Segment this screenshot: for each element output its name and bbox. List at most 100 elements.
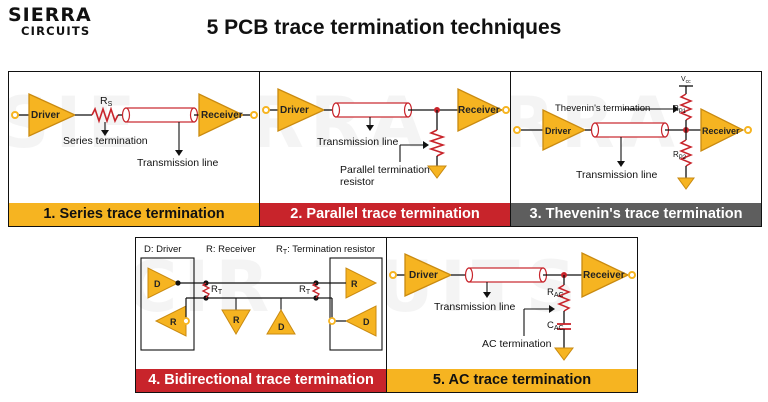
left-driver-triangle bbox=[147, 267, 180, 299]
resistor-label-text: R bbox=[100, 95, 108, 107]
transmission-line bbox=[594, 122, 666, 138]
panel-ac-termination: UITS Driver Receiver Transmission line R… bbox=[386, 237, 638, 393]
middle-driver-label: D bbox=[278, 322, 285, 332]
left-receiver-label: R bbox=[170, 317, 177, 327]
output-node-icon bbox=[502, 106, 510, 114]
parallel-termination-label: Parallel termination bbox=[340, 164, 430, 176]
vcc-label-sub: cc bbox=[685, 79, 691, 85]
vcc-label: Vcc bbox=[681, 74, 691, 88]
receiver-triangle bbox=[457, 87, 504, 133]
receiver-triangle bbox=[700, 107, 745, 153]
receiver-label: Receiver bbox=[702, 126, 740, 136]
transmission-line bbox=[125, 107, 195, 123]
middle-receiver-triangle bbox=[221, 309, 251, 335]
transmission-line bbox=[335, 102, 409, 118]
resistor-label-sub: S bbox=[107, 101, 113, 108]
caption-series: 1. Series trace termination bbox=[9, 203, 259, 226]
receiver-label: Receiver bbox=[458, 105, 500, 116]
driver-label: Driver bbox=[31, 110, 60, 121]
left-rt-label: RT bbox=[211, 284, 222, 299]
caption-bidirectional: 4. Bidirectional trace termination bbox=[136, 369, 386, 392]
transmission-line-label: Transmission line bbox=[434, 301, 516, 313]
thevenin-diagram bbox=[513, 85, 752, 190]
rp2-label: RP2 bbox=[673, 149, 686, 164]
parallel-resistor bbox=[428, 129, 446, 157]
legend-term-rest: : Termination resistor bbox=[287, 244, 376, 255]
sierra-circuits-logo: SIERRA CIRCUITS bbox=[8, 6, 92, 38]
right-driver-triangle bbox=[344, 305, 377, 337]
resistor-rac bbox=[556, 284, 572, 312]
legend-receiver: R: Receiver bbox=[206, 244, 256, 255]
middle-receiver-label: R bbox=[233, 315, 240, 325]
rp2-label-text: R bbox=[673, 150, 679, 159]
receiver-label: Receiver bbox=[201, 110, 243, 121]
panel-parallel-termination: RRA Driver Receiver Transmission line Pa… bbox=[259, 71, 511, 227]
rp1-label-text: R bbox=[673, 104, 679, 113]
input-node-icon bbox=[389, 271, 397, 279]
driver-label: Driver bbox=[545, 126, 572, 136]
resistor-rp2 bbox=[678, 139, 694, 167]
caption-parallel: 2. Parallel trace termination bbox=[260, 203, 510, 226]
legend-term-r: R bbox=[276, 244, 283, 255]
ground-icon bbox=[554, 347, 574, 361]
logo-line-1: SIERRA bbox=[8, 4, 92, 26]
transmission-line-label: Transmission line bbox=[576, 169, 658, 181]
driver-triangle bbox=[28, 92, 77, 138]
rac-sub: AC bbox=[553, 292, 564, 299]
input-node-icon bbox=[513, 126, 521, 134]
series-termination-label: Series termination bbox=[63, 135, 148, 147]
resistor-label: RS bbox=[100, 95, 112, 111]
right-driver-label: D bbox=[363, 317, 370, 327]
caption-thevenin: 3. Thevenin's trace termination bbox=[511, 203, 761, 226]
input-node-icon bbox=[262, 106, 270, 114]
right-rt-label: RT bbox=[299, 284, 310, 299]
rp1-label: RP1 bbox=[673, 103, 686, 118]
vcc-label-text: V bbox=[681, 76, 686, 83]
caption-ac: 5. AC trace termination bbox=[387, 369, 637, 392]
bidirectional-diagram bbox=[140, 257, 383, 351]
rp1-label-sub: P1 bbox=[678, 109, 687, 115]
right-rt-text: R bbox=[299, 284, 306, 295]
ground-icon bbox=[427, 165, 447, 179]
receiver-label: Receiver bbox=[583, 270, 625, 281]
driver-triangle bbox=[404, 252, 453, 298]
left-rt-text: R bbox=[211, 284, 218, 295]
panel-series-termination: SIE Driver Receiver RS Series terminatio… bbox=[8, 71, 260, 227]
panel-thevenin-termination: RRA Driver Receiver Thevenin's terminati… bbox=[510, 71, 762, 227]
page-title: 5 PCB trace termination techniques bbox=[206, 16, 562, 39]
parallel-termination-label-line2: resistor bbox=[340, 176, 375, 188]
legend-driver: D: Driver bbox=[144, 244, 182, 255]
transmission-line-label: Transmission line bbox=[317, 136, 399, 148]
left-termination-resistor bbox=[201, 282, 211, 299]
driver-triangle bbox=[542, 108, 587, 152]
legend-termination-resistor: RT: Termination resistor bbox=[276, 244, 375, 259]
legend-term-sub: T bbox=[282, 249, 288, 256]
series-resistor bbox=[91, 106, 119, 124]
rac-text: R bbox=[547, 287, 554, 298]
driver-label: Driver bbox=[409, 270, 438, 281]
right-transceiver-box bbox=[329, 257, 383, 351]
output-node-icon bbox=[744, 126, 752, 134]
left-transceiver-box bbox=[140, 257, 195, 351]
panel-bidirectional-termination: CIR D: Driver R: Receiver RT: Terminatio… bbox=[135, 237, 387, 393]
input-node-icon bbox=[11, 111, 19, 119]
logo-line-2: CIRCUITS bbox=[21, 24, 91, 38]
output-node-icon bbox=[628, 271, 636, 279]
rac-label: RAC bbox=[547, 287, 564, 302]
ac-termination-label: AC termination bbox=[482, 338, 552, 350]
ac-diagram bbox=[389, 251, 636, 361]
series-diagram bbox=[11, 92, 258, 156]
ground-icon bbox=[677, 177, 695, 190]
left-driver-label: D bbox=[154, 279, 161, 289]
left-rt-sub: T bbox=[217, 289, 223, 296]
transmission-line-label: Transmission line bbox=[137, 157, 219, 169]
cac-sub: AC bbox=[553, 325, 564, 332]
middle-driver-triangle bbox=[266, 309, 296, 335]
rp2-label-sub: P2 bbox=[678, 155, 687, 161]
driver-triangle bbox=[277, 87, 326, 133]
receiver-triangle bbox=[581, 251, 630, 299]
transmission-line bbox=[468, 267, 544, 283]
parallel-diagram bbox=[262, 87, 510, 179]
thevenin-termination-label: Thevenin's termination bbox=[555, 103, 651, 114]
cac-text: C bbox=[547, 320, 554, 331]
